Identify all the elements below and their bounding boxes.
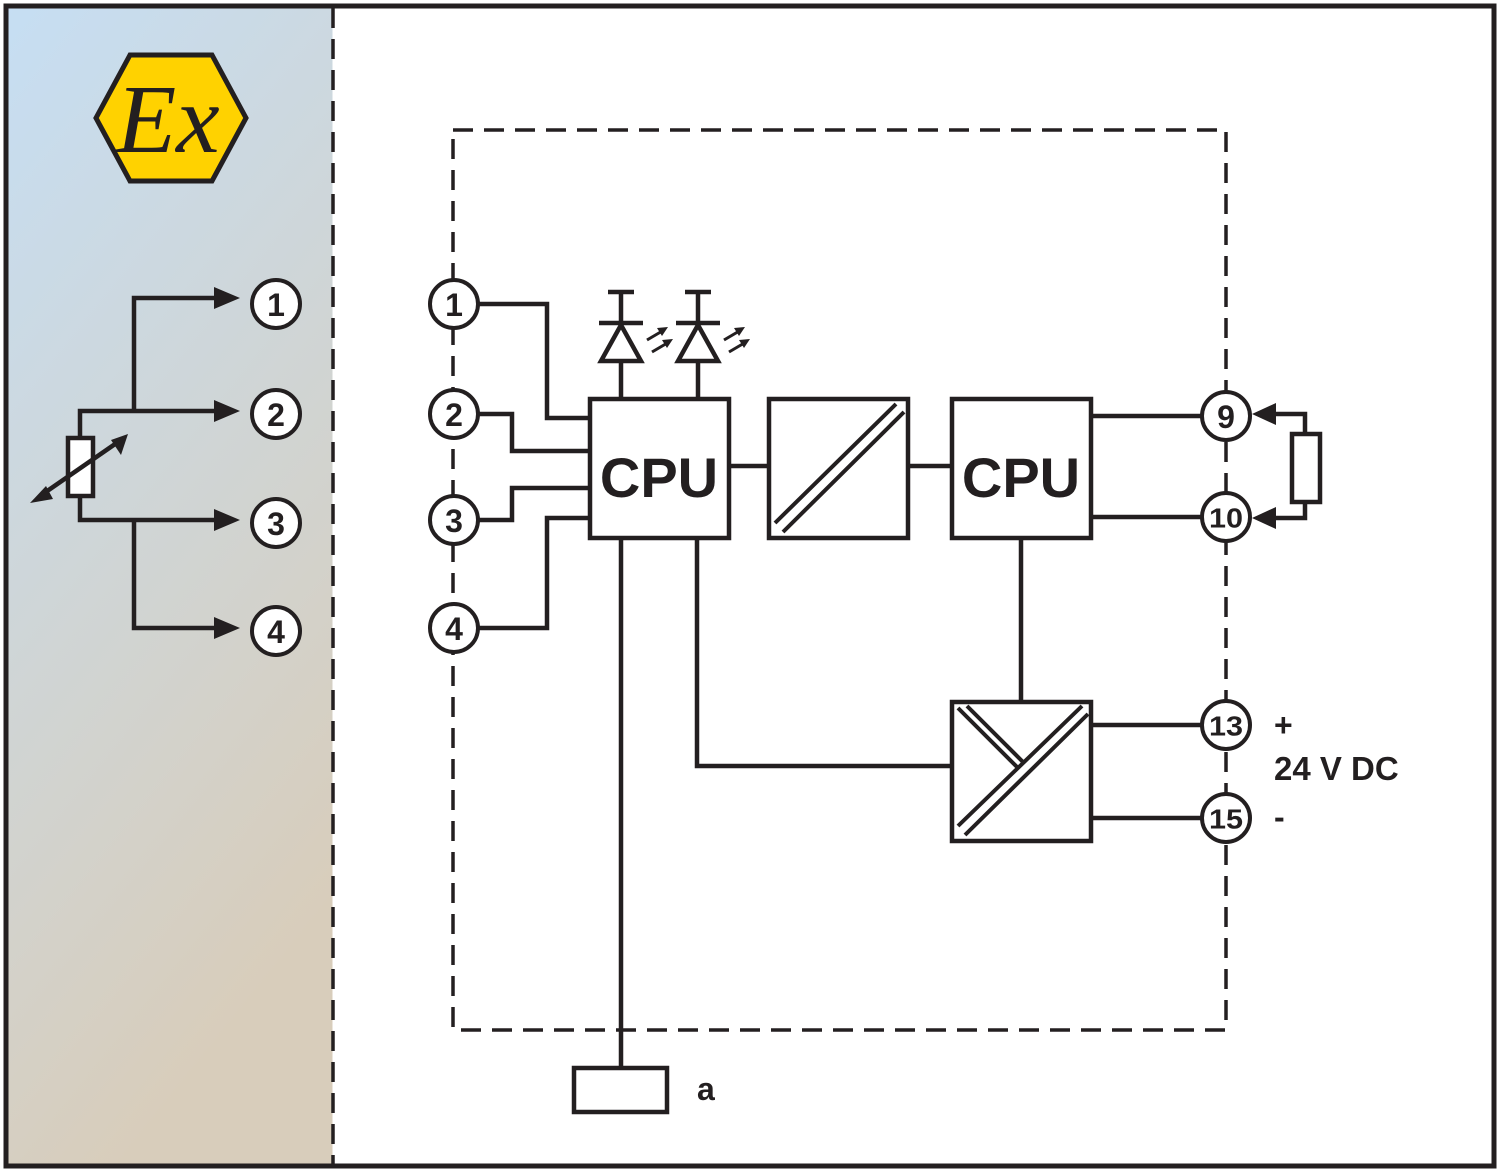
power-terminal-13: 13	[1200, 699, 1252, 751]
power-terminal-15: 15	[1200, 792, 1252, 844]
sensor-terminal-4: 4	[250, 605, 302, 657]
status-led-1	[597, 289, 673, 398]
output-wiring	[1091, 403, 1323, 529]
ex-hexagon	[93, 52, 249, 184]
isolator-block	[766, 396, 911, 541]
svg-text:3: 3	[267, 506, 285, 542]
cpu-left-label: CPU	[600, 446, 718, 509]
power-voltage-label: 24 V DC	[1274, 750, 1399, 787]
svg-text:9: 9	[1217, 399, 1235, 435]
input-terminal-4: 4	[428, 602, 480, 654]
svg-text:2: 2	[267, 397, 285, 433]
cpu-block-left: CPU	[587, 396, 732, 541]
power-plus-label: +	[1274, 707, 1293, 743]
module-boundary	[451, 128, 1228, 1032]
svg-text:15: 15	[1209, 804, 1243, 835]
cpu-block-right: CPU	[949, 396, 1094, 541]
ex-badge: Ex	[93, 52, 249, 184]
output-terminal-10: 10	[1200, 491, 1252, 543]
input-terminal-2: 2	[428, 388, 480, 440]
output-terminal-9: 9	[1200, 390, 1252, 442]
input-wiring	[478, 301, 590, 631]
ground-label: a	[697, 1071, 715, 1107]
power-supply-block	[949, 699, 1094, 844]
status-led-2	[674, 289, 750, 398]
svg-text:1: 1	[267, 287, 285, 323]
sensor-terminal-2: 2	[250, 388, 302, 440]
sensor-terminal-1: 1	[250, 278, 302, 330]
sensor-wiring	[30, 287, 240, 639]
load-resistor	[1289, 431, 1323, 505]
ex-text: Ex	[114, 66, 219, 174]
power-minus-label: -	[1274, 799, 1285, 835]
svg-text:4: 4	[267, 614, 285, 650]
svg-text:13: 13	[1209, 711, 1243, 742]
input-terminal-3: 3	[428, 494, 480, 546]
svg-text:10: 10	[1209, 503, 1243, 534]
cpu-right-label: CPU	[962, 446, 1080, 509]
svg-text:2: 2	[445, 397, 463, 433]
ground-connection	[571, 1065, 670, 1115]
sensor-terminal-3: 3	[250, 497, 302, 549]
svg-text:3: 3	[445, 503, 463, 539]
svg-text:4: 4	[445, 611, 463, 647]
hazardous-area	[8, 8, 333, 1164]
svg-text:1: 1	[445, 287, 463, 323]
input-terminal-1: 1	[428, 278, 480, 330]
